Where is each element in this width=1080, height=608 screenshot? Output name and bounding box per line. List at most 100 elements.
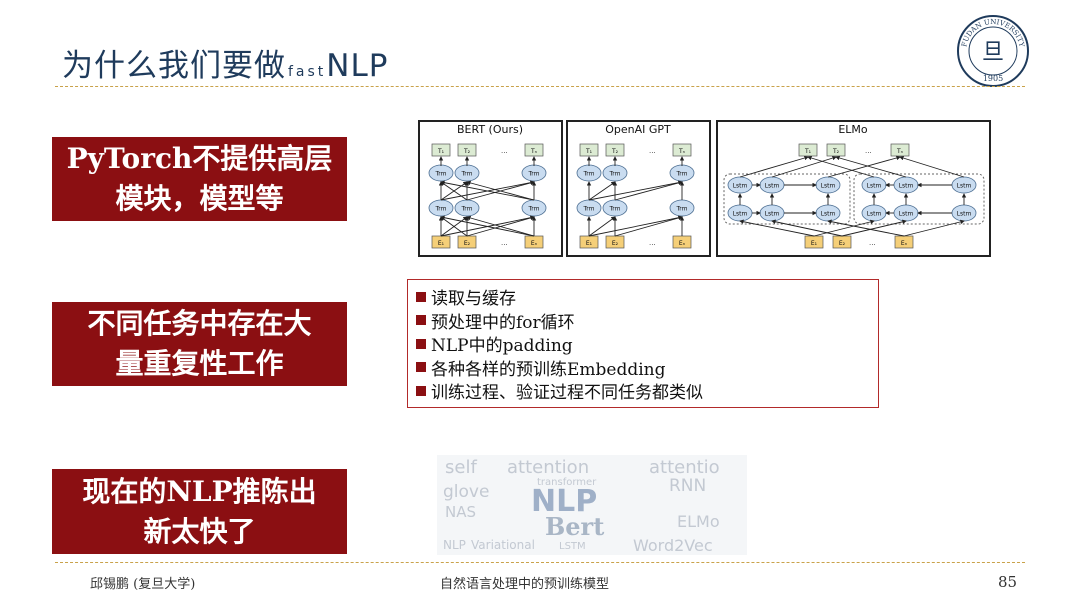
ellipsis-text: ...	[865, 147, 872, 155]
input-embedding-box-label: E₁	[586, 240, 593, 247]
reason-box-3: 现在的NLP推陈出 新太快了	[52, 469, 347, 554]
list-item: 读取与缓存	[416, 285, 878, 309]
reason-2-line2: 量重复性工作	[115, 347, 284, 380]
transformer-node-label: Trm	[435, 206, 447, 213]
output-token-box-label: T₁	[585, 148, 593, 155]
output-token-box	[579, 143, 599, 157]
transformer-node-label: Trm	[609, 206, 621, 213]
transformer-node-label: Trm	[676, 171, 688, 178]
transformer-node-label: Trm	[461, 206, 473, 213]
output-token-box-label: T₂	[611, 148, 619, 155]
output-token-box	[431, 143, 451, 157]
lstm-node-label: Lstm	[867, 211, 882, 218]
lstm-node-label: Lstm	[765, 183, 780, 190]
output-token-box-label: T₂	[463, 148, 471, 155]
list-item: 各种各样的预训练Embedding	[416, 356, 878, 380]
output-token-box	[672, 143, 692, 157]
reason-box-2: 不同任务中存在大 量重复性工作	[52, 302, 347, 386]
wordcloud-nlp: NLP	[531, 484, 597, 519]
connection-arrow	[440, 215, 535, 237]
bullet-square-icon	[416, 338, 426, 349]
ellipsis-text: ...	[501, 239, 508, 247]
list-item: NLP中的padding	[416, 332, 878, 356]
svg-text:Variational: Variational	[471, 538, 535, 552]
connection-arrow	[588, 215, 683, 237]
output-token-box	[524, 143, 544, 157]
ellipsis-text: ...	[501, 147, 508, 155]
connection-arrow	[771, 219, 843, 237]
reason-1-line1: PyTorch不提供高层	[66, 142, 333, 175]
input-embedding-box-label: E₂	[464, 240, 471, 247]
connection-arrow	[466, 180, 535, 201]
transformer-node-label: Trm	[676, 206, 688, 213]
transformer-node-label: Trm	[461, 171, 473, 178]
svg-text:attention: attention	[507, 457, 589, 478]
elmo-panel-title: ELMo	[838, 123, 868, 136]
connection-arrow	[903, 219, 965, 237]
page-number: 85	[998, 573, 1018, 591]
footer-title: 自然语言处理中的预训练模型	[440, 577, 610, 592]
svg-text:NLP: NLP	[443, 538, 466, 552]
output-token-box	[457, 143, 477, 157]
list-item: 训练过程、验证过程不同任务都类似	[416, 379, 878, 403]
bullet-square-icon	[416, 291, 426, 302]
output-token-box-label: Tₙ	[896, 148, 904, 155]
input-embedding-box-label: E₁	[811, 240, 818, 247]
svg-text:NAS: NAS	[445, 503, 476, 521]
transformer-node-label: Trm	[583, 206, 595, 213]
connection-arrow	[739, 155, 809, 178]
svg-text:self: self	[445, 457, 477, 478]
bullet-square-icon	[416, 315, 426, 326]
input-embedding-box-label: Eₙ	[531, 240, 538, 247]
bert-panel-title: BERT (Ours)	[457, 123, 523, 136]
svg-text:transformer: transformer	[537, 477, 597, 488]
svg-text:glove: glove	[443, 482, 489, 502]
connection-arrow	[899, 155, 965, 178]
connection-arrow	[827, 155, 901, 178]
wordcloud-bert: Bert	[545, 512, 604, 541]
reason-2-line1: 不同任务中存在大	[87, 307, 312, 340]
ellipsis-text: ...	[649, 147, 656, 155]
output-token-box-label: Tₙ	[530, 148, 538, 155]
svg-text:LSTM: LSTM	[559, 541, 586, 552]
nlp-wordcloud-image: self attention attentio transformer glov…	[437, 455, 747, 555]
lstm-node-label: Lstm	[867, 183, 882, 190]
reason-box-1: PyTorch不提供高层 模块，模型等	[52, 137, 347, 221]
bullet-square-icon	[416, 385, 426, 396]
connection-arrow	[588, 180, 683, 201]
logo-year: 1905	[983, 74, 1003, 83]
connection-arrow	[614, 215, 683, 237]
gpt-panel-title: OpenAI GPT	[605, 123, 671, 136]
connection-arrow	[813, 219, 875, 237]
transformer-node-label: Trm	[609, 171, 621, 178]
input-embedding-box-label: E₁	[438, 240, 445, 247]
reason-3-line1: 现在的NLP推陈出	[82, 474, 317, 508]
connection-arrow	[588, 216, 616, 237]
connection-arrow	[440, 216, 468, 237]
connection-arrow	[841, 219, 907, 237]
transformer-node-label: Trm	[583, 171, 595, 178]
top-divider	[55, 86, 1025, 87]
lstm-node-label: Lstm	[765, 211, 780, 218]
ellipsis-text: ...	[649, 239, 656, 247]
footer-author: 邱锡鹏 (复旦大学)	[90, 577, 196, 592]
lstm-node-label: Lstm	[899, 211, 914, 218]
connection-arrow	[466, 215, 535, 237]
connection-arrow	[614, 180, 683, 201]
svg-text:attentio: attentio	[649, 457, 720, 478]
lstm-node-label: Lstm	[899, 183, 914, 190]
title-main: 为什么我们要做	[62, 48, 286, 84]
svg-text:RNN: RNN	[669, 476, 706, 496]
connection-arrow	[807, 155, 875, 178]
connection-arrow	[771, 155, 837, 178]
connection-arrow	[440, 180, 535, 201]
list-item: 预处理中的for循环	[416, 309, 878, 333]
lstm-node-label: Lstm	[821, 183, 836, 190]
transformer-node-label: Trm	[528, 171, 540, 178]
reason-1-line2: 模块，模型等	[115, 182, 284, 215]
input-embedding-box-label: Eₙ	[901, 240, 908, 247]
bert-panel: BERT (Ours) T₁E₁TrmTrmT₂E₂TrmTrmTₙEₙTrmT…	[418, 120, 563, 257]
input-embedding-box-label: E₂	[612, 240, 619, 247]
